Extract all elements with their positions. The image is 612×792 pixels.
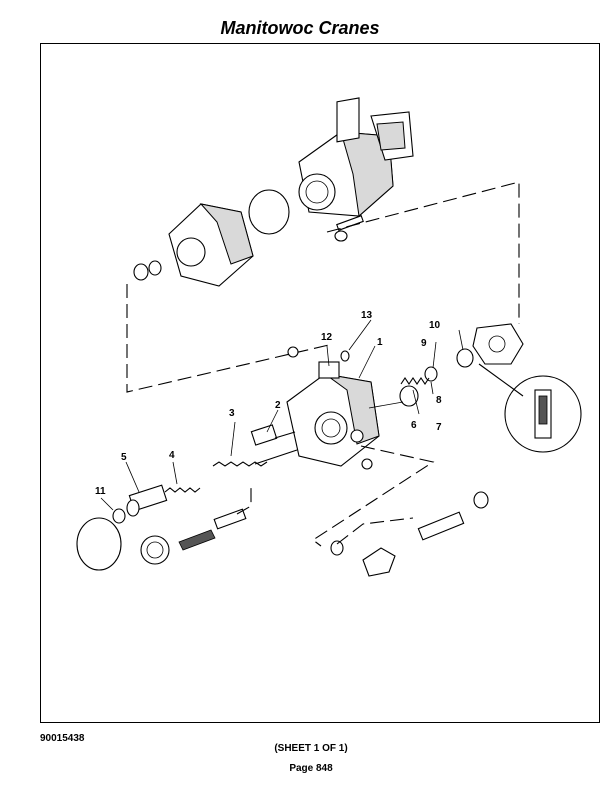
plug-part-10 xyxy=(456,348,474,368)
gasket-plate xyxy=(472,323,524,365)
poppet-part-2 xyxy=(250,424,296,446)
spring-part-4 xyxy=(164,487,201,493)
long-bolt xyxy=(254,449,298,465)
pump-housing-assembly xyxy=(298,97,414,217)
detail-view xyxy=(478,363,582,453)
diagram-frame: 1 2 3 4 5 6 7 8 9 10 11 12 13 xyxy=(40,43,600,723)
leader-lines xyxy=(100,319,464,511)
upper-bolt xyxy=(334,215,364,242)
callout-labels: 1 2 3 4 5 6 7 8 9 10 11 12 13 xyxy=(95,310,442,497)
callout-5: 5 xyxy=(121,452,127,463)
callout-8: 8 xyxy=(436,395,442,406)
callout-1: 1 xyxy=(377,337,383,348)
o-ring xyxy=(248,189,290,235)
document-number: 90015438 xyxy=(40,733,85,744)
callout-11: 11 xyxy=(95,486,106,497)
gear-housing xyxy=(168,203,254,287)
callout-2: 2 xyxy=(275,400,281,411)
spring-part-3 xyxy=(212,461,268,467)
spring-part-7 xyxy=(400,377,430,385)
callout-10: 10 xyxy=(429,320,441,331)
valve-body xyxy=(286,361,380,467)
spool-part-5 xyxy=(126,484,168,517)
hose-fittings xyxy=(330,491,489,577)
callout-3: 3 xyxy=(229,408,235,419)
page-title: Manitowoc Cranes xyxy=(220,18,380,38)
lower-screw xyxy=(361,458,373,470)
bearing-and-shaft xyxy=(140,508,247,565)
nut-washer xyxy=(133,260,162,281)
sheet-indicator: (SHEET 1 OF 1) xyxy=(274,743,348,754)
screw-part-13 xyxy=(340,350,350,362)
ring-part-9 xyxy=(424,366,438,382)
page-number: Page 848 xyxy=(289,763,333,774)
callout-12: 12 xyxy=(321,332,333,343)
callout-13: 13 xyxy=(361,310,373,321)
ring-part-11 xyxy=(112,508,126,524)
callout-9: 9 xyxy=(421,338,427,349)
cartridge-part-6 xyxy=(399,385,419,407)
large-o-ring xyxy=(76,517,122,571)
callout-7: 7 xyxy=(436,422,442,433)
exploded-parts-diagram: 1 2 3 4 5 6 7 8 9 10 11 12 13 xyxy=(76,97,582,577)
callout-6: 6 xyxy=(411,420,417,431)
bolt-part-12 xyxy=(287,346,299,358)
callout-4: 4 xyxy=(169,450,175,461)
